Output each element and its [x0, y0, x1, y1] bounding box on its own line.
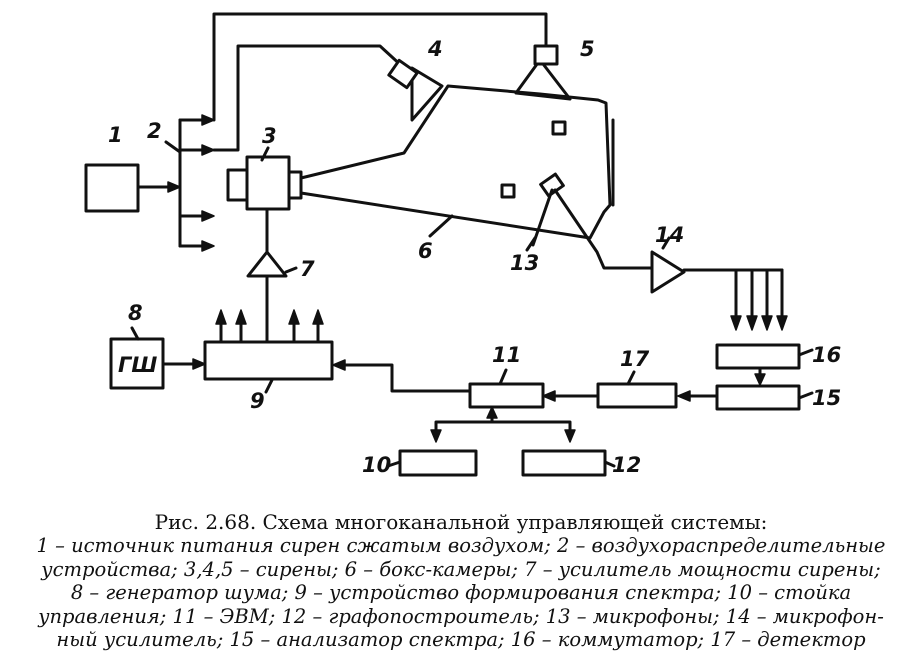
arrow-head: [486, 406, 498, 419]
leader-10: [386, 460, 402, 468]
siren-3-inlet: [226, 168, 249, 202]
block-14-mic-amplifier: [650, 250, 686, 294]
label-13: 13: [510, 251, 539, 275]
siren-3-outlet: [287, 170, 303, 200]
label-12: 12: [612, 453, 641, 477]
arrow-head: [761, 315, 773, 331]
arrow-head: [167, 181, 181, 193]
label-10: 10: [362, 453, 391, 477]
arrow-head: [754, 373, 766, 386]
label-2: 2: [147, 119, 162, 143]
block-5-siren: [533, 44, 559, 66]
block-16-commutator: [715, 343, 801, 370]
block-11-computer: [468, 382, 545, 409]
link-11-to-9: [341, 363, 472, 393]
leader-11: [498, 368, 508, 386]
label-4: 4: [427, 37, 443, 61]
leader-7: [284, 266, 298, 274]
arrow-head: [312, 309, 324, 325]
caption-line: управления; 11 – ЭВМ; 12 – графопостроит…: [38, 604, 884, 628]
caption-line: устройства; 3,4,5 – сирены; 6 – бокс-кам…: [41, 557, 881, 581]
block-17-detector: [596, 382, 678, 409]
arrow-head: [542, 390, 556, 402]
label-7: 7: [300, 257, 315, 281]
arrow-head: [564, 429, 576, 443]
label-17: 17: [620, 347, 650, 371]
link-11-branches: [434, 420, 572, 434]
arrow-head: [430, 429, 442, 443]
leader-14: [661, 236, 671, 250]
chamber-window: [500, 183, 516, 199]
leader-17: [626, 370, 636, 386]
arrow-head: [288, 309, 300, 325]
label-1: 1: [108, 123, 123, 147]
pipe-to-siren-5: [212, 12, 548, 122]
label-3: 3: [262, 124, 277, 148]
arrow-head: [677, 390, 691, 402]
leader-9: [264, 378, 274, 394]
label-5: 5: [580, 37, 595, 61]
arrow-head: [730, 315, 742, 331]
arrow-head: [776, 315, 788, 331]
arrow-head: [192, 358, 206, 370]
chamber-window: [551, 120, 567, 136]
arrow-head: [201, 144, 215, 156]
arrow-head: [201, 114, 215, 126]
block-10-control-rack: [398, 449, 478, 477]
block-7-power-amplifier: [246, 250, 288, 278]
arrow-head: [201, 210, 215, 222]
figure-caption: Рис. 2.68. Схема многоканальной управляю…: [0, 510, 922, 652]
label-8: 8: [128, 301, 143, 325]
leader-3: [260, 146, 270, 162]
leader-13: [525, 236, 537, 252]
leader-16: [797, 348, 814, 357]
block-3-siren: [245, 155, 291, 211]
label-16: 16: [812, 343, 841, 367]
label-gsh: ГШ: [118, 353, 157, 377]
block-9-spectrum-shaper: [203, 340, 334, 381]
label-15: 15: [812, 386, 841, 410]
block-15-analyzer: [715, 384, 801, 411]
leader-2: [164, 140, 182, 154]
label-6: 6: [418, 239, 433, 263]
leader-15: [797, 391, 814, 400]
block-12-plotter: [521, 449, 607, 477]
label-9: 9: [250, 389, 265, 413]
siren-4-horn: [410, 66, 444, 122]
microphone-cable: [553, 188, 654, 270]
box-chamber-6: [299, 84, 612, 240]
leader-6: [428, 214, 454, 238]
caption-line: 1 – источник питания сирен сжатым воздух…: [36, 534, 886, 557]
arrow-head: [746, 315, 758, 331]
pipe-to-siren-4: [212, 44, 406, 152]
leader-8: [130, 326, 140, 341]
arrow-head: [201, 240, 215, 252]
label-11: 11: [492, 343, 521, 367]
block-1-air-source: [84, 163, 140, 213]
arrow-head: [215, 309, 227, 325]
label-14: 14: [655, 223, 684, 247]
caption-line: 8 – генератор шума; 9 – устройство форми…: [70, 581, 852, 605]
arrow-head: [235, 309, 247, 325]
microphone-mount: [531, 188, 554, 247]
caption-line: ный усилитель; 15 – анализатор спектра; …: [56, 628, 866, 652]
arrow-head: [332, 359, 346, 371]
leader-12: [603, 460, 616, 468]
siren-5-horn: [514, 58, 572, 101]
caption-title: Рис. 2.68. Схема многоканальной управляю…: [154, 510, 768, 534]
block-4-siren: [387, 58, 419, 90]
